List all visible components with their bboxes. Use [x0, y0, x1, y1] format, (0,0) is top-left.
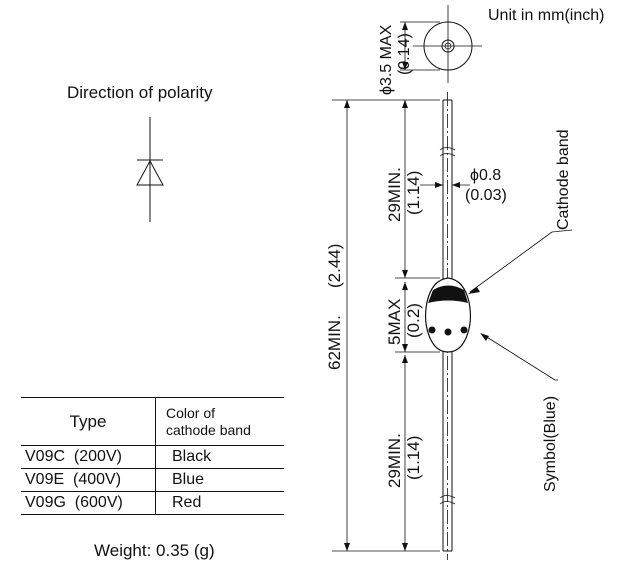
total-length-inch-label: (2.44) — [325, 244, 344, 288]
symbol-dot — [444, 328, 452, 336]
lead-diameter-inch-label: (0.03) — [465, 187, 507, 204]
weight-label: Weight: 0.35 (g) — [94, 541, 215, 560]
total-length-label: 62MIN. — [325, 315, 344, 370]
symbol-callout — [480, 333, 558, 381]
row-type: V09E (400V) — [21, 468, 156, 492]
body-length-label: 5MAX — [385, 299, 404, 345]
body-diameter-inch-label: (0.14) — [396, 33, 413, 75]
body-length-inch-label: (0.2) — [404, 303, 423, 338]
unit-label: Unit in mm(inch) — [488, 7, 604, 24]
table-header-color: Color of cathode band — [155, 397, 284, 446]
end-view — [400, 5, 482, 83]
header-color-line2: cathode band — [166, 421, 251, 438]
row-color: Black — [155, 445, 284, 469]
symbol-label: Symbol(Blue) — [542, 396, 559, 492]
table-row: V09E (400V) Blue — [21, 468, 284, 492]
upper-lead-inch-label: (1.14) — [404, 171, 423, 215]
diode-component — [424, 92, 472, 560]
symbol-dot — [460, 326, 468, 334]
upper-lead-label: 29MIN. — [385, 167, 404, 222]
type-color-table: Type Color of cathode band V09C (200V) B… — [21, 397, 284, 515]
table-header-row: Type Color of cathode band — [21, 397, 284, 446]
body-diameter-label: ϕ3.5 MAX — [378, 24, 395, 95]
lower-lead-inch-label: (1.14) — [404, 436, 423, 480]
table-row: V09G (600V) Red — [21, 491, 284, 515]
lead-diameter-label: ϕ0.8 — [470, 167, 501, 184]
row-color: Red — [155, 491, 284, 515]
header-color-line1: Color of — [166, 404, 216, 421]
polarity-label: Direction of polarity — [67, 83, 213, 102]
symbol-dot — [428, 326, 436, 334]
lower-lead-dim — [402, 355, 408, 551]
row-type: V09G (600V) — [21, 491, 156, 515]
cathode-band — [428, 285, 468, 303]
table-row: V09C (200V) Black — [21, 445, 284, 469]
row-type: V09C (200V) — [21, 445, 156, 469]
table-header-type: Type — [21, 397, 156, 446]
lead-diameter-dim — [420, 182, 470, 188]
row-color: Blue — [155, 468, 284, 492]
lower-lead-label: 29MIN. — [385, 433, 404, 488]
cathode-callout — [468, 229, 573, 294]
cathode-band-label: Cathode band — [555, 129, 572, 230]
upper-lead-dim — [395, 100, 440, 279]
body-length-dim — [395, 282, 440, 353]
total-length-dim — [332, 99, 440, 552]
diode-symbol-icon — [136, 117, 164, 222]
